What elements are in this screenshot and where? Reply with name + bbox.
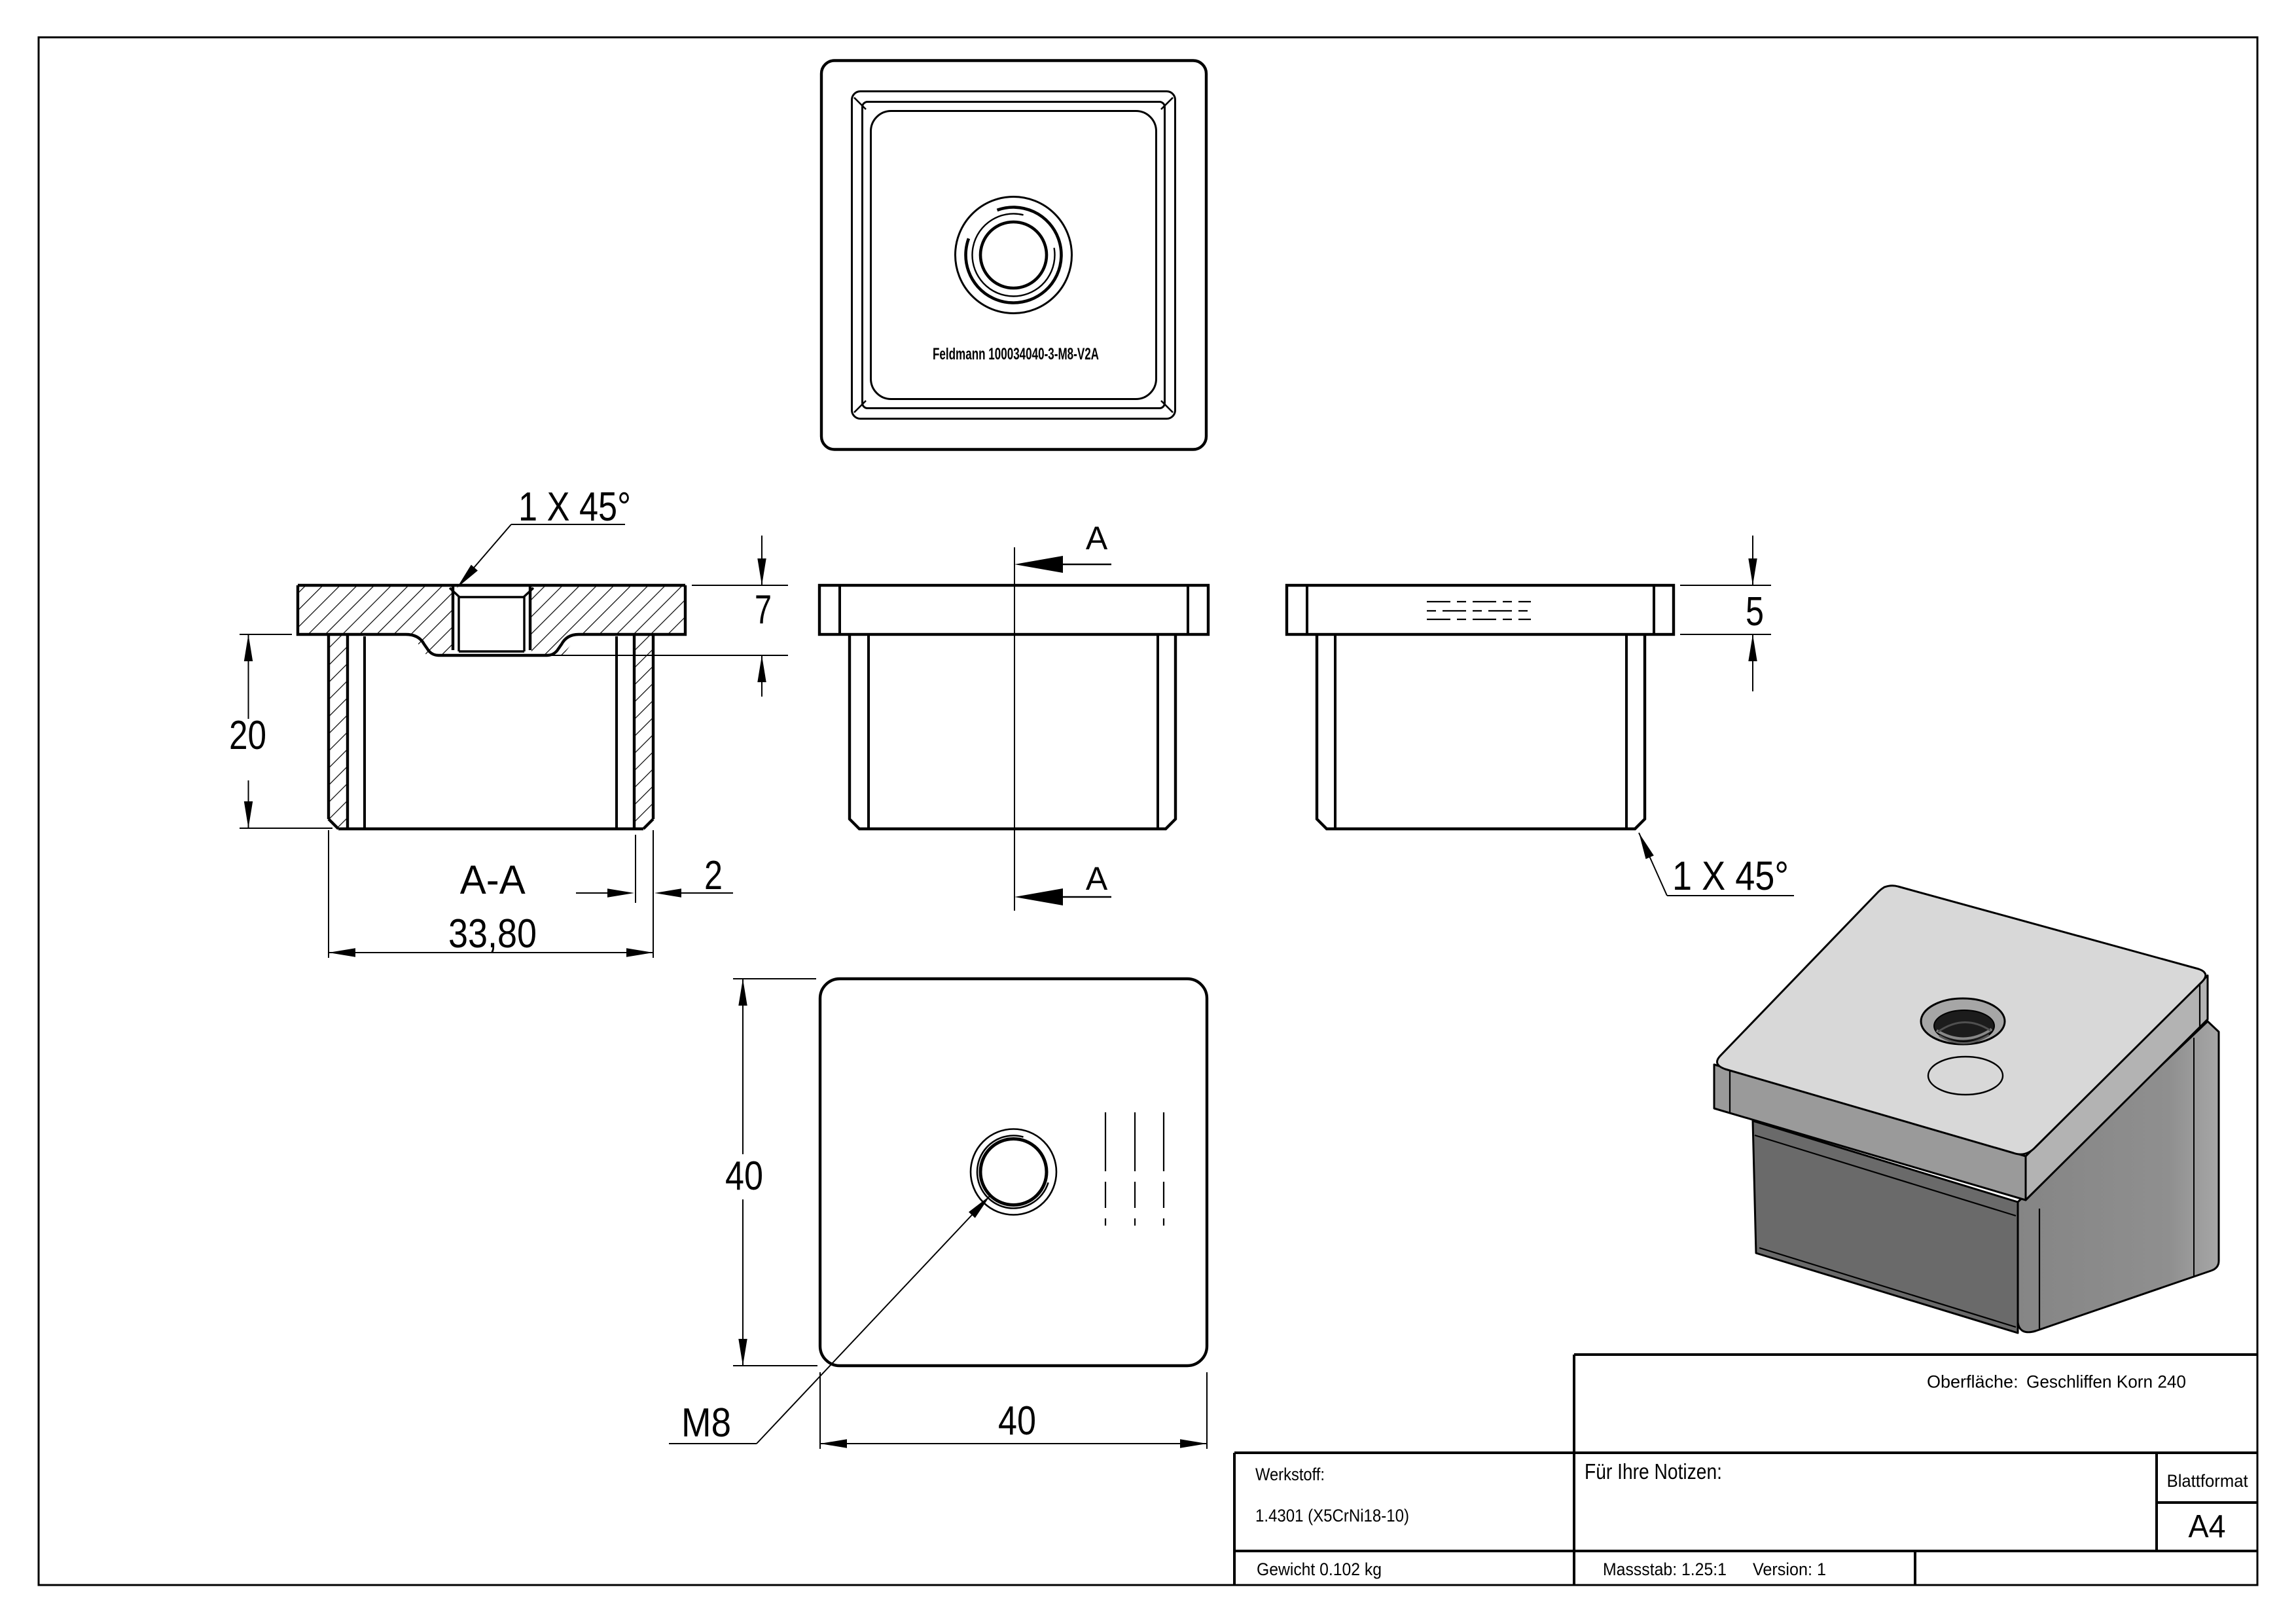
- svg-text:A: A: [1086, 860, 1108, 897]
- svg-text:A4: A4: [2189, 1509, 2226, 1544]
- svg-text:1 X 45°: 1 X 45°: [1672, 854, 1789, 899]
- svg-text:2: 2: [704, 853, 723, 898]
- svg-text:Massstab: 1.25:1: Massstab: 1.25:1: [1603, 1559, 1727, 1579]
- svg-text:20: 20: [229, 713, 266, 758]
- svg-text:Geschliffen Korn 240: Geschliffen Korn 240: [2026, 1372, 2186, 1392]
- svg-text:Für Ihre Notizen:: Für Ihre Notizen:: [1585, 1459, 1722, 1484]
- svg-text:A: A: [1086, 520, 1108, 556]
- svg-text:Blattformat: Blattformat: [2167, 1471, 2249, 1491]
- svg-text:33,80: 33,80: [448, 911, 537, 957]
- svg-text:M8: M8: [681, 1400, 731, 1446]
- svg-text:Feldmann 100034040-3-M8-V2A: Feldmann 100034040-3-M8-V2A: [933, 345, 1099, 363]
- svg-text:40: 40: [725, 1154, 763, 1199]
- svg-text:Gewicht 0.102 kg: Gewicht 0.102 kg: [1257, 1559, 1382, 1579]
- svg-text:Version: 1: Version: 1: [1753, 1559, 1826, 1579]
- svg-text:5: 5: [1746, 589, 1764, 634]
- svg-text:1.4301 (X5CrNi18-10): 1.4301 (X5CrNi18-10): [1255, 1506, 1409, 1525]
- svg-text:1 X 45°: 1 X 45°: [518, 484, 631, 530]
- svg-text:7: 7: [755, 587, 772, 632]
- svg-text:A-A: A-A: [460, 858, 526, 903]
- svg-text:Oberfläche:: Oberfläche:: [1927, 1372, 2018, 1392]
- svg-text:40: 40: [998, 1398, 1036, 1444]
- svg-text:Werkstoff:: Werkstoff:: [1255, 1465, 1325, 1484]
